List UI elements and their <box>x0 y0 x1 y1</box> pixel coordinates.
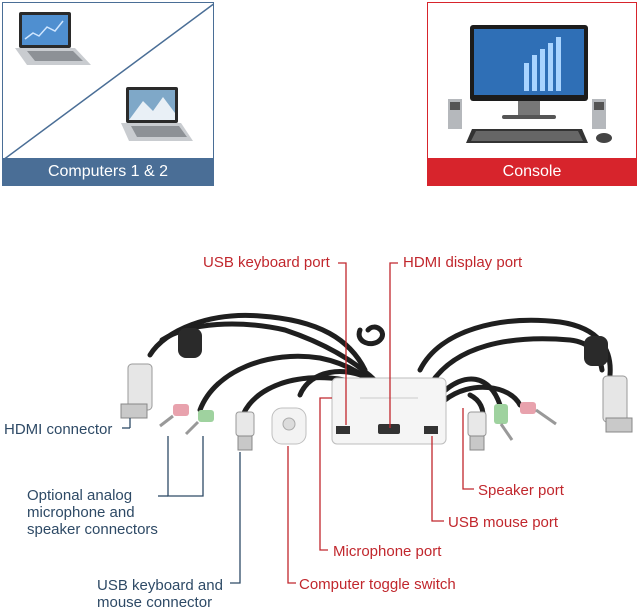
console-label: Console <box>428 158 636 185</box>
callout-usb-keyboard-port: USB keyboard port <box>203 254 330 271</box>
mouse-icon <box>596 133 612 143</box>
audio-jacks-right <box>494 402 557 441</box>
kvm-body <box>331 377 447 445</box>
callout-computer-toggle-switch: Computer toggle switch <box>299 576 456 593</box>
speaker-right-icon <box>592 99 606 129</box>
usb-connector-left <box>235 411 255 451</box>
laptops-illustration <box>3 3 213 161</box>
callout-microphone-port: Microphone port <box>333 543 442 560</box>
console-illustration <box>448 25 612 143</box>
callout-usb-mouse-port: USB mouse port <box>448 514 559 531</box>
computers-panel: Computers 1 & 2 <box>2 2 214 186</box>
keyboard-icon <box>466 129 588 143</box>
hdmi-connector-left <box>120 363 153 419</box>
hdmi-display-port-icon <box>378 424 400 434</box>
callout-usb-keyboard-mouse-line-1: USB keyboard and <box>97 577 223 594</box>
leader-lines <box>122 262 474 584</box>
laptop-2-icon <box>121 87 193 141</box>
ferrite-bead-left <box>178 328 202 358</box>
callout-optional-analog-line-1: Optional analog <box>27 487 133 504</box>
callout-hdmi-display-port: HDMI display port <box>403 254 523 271</box>
diagonal-divider <box>3 3 213 161</box>
ferrite-bead-right <box>584 336 608 366</box>
usb-connector-right <box>467 411 487 451</box>
callout-optional-analog-line-2: microphone and <box>27 504 135 521</box>
monitor-icon <box>470 25 588 119</box>
usb-mouse-port-icon <box>424 426 438 434</box>
speaker-left-icon <box>448 99 462 129</box>
callout-speaker-port: Speaker port <box>478 482 564 499</box>
callout-usb-keyboard-mouse-line-2: mouse connector <box>97 594 213 611</box>
callout-optional-analog-line-3: speaker connectors <box>27 521 158 538</box>
usb-keyboard-port-icon <box>336 426 350 434</box>
computers-label: Computers 1 & 2 <box>3 158 213 185</box>
laptop-1-icon <box>15 12 91 65</box>
hdmi-connector-right <box>602 375 633 433</box>
toggle-button-icon <box>282 417 296 431</box>
audio-jacks-left <box>159 404 214 436</box>
console-panel: Console <box>427 2 637 186</box>
callout-hdmi-connector: HDMI connector <box>4 421 113 438</box>
